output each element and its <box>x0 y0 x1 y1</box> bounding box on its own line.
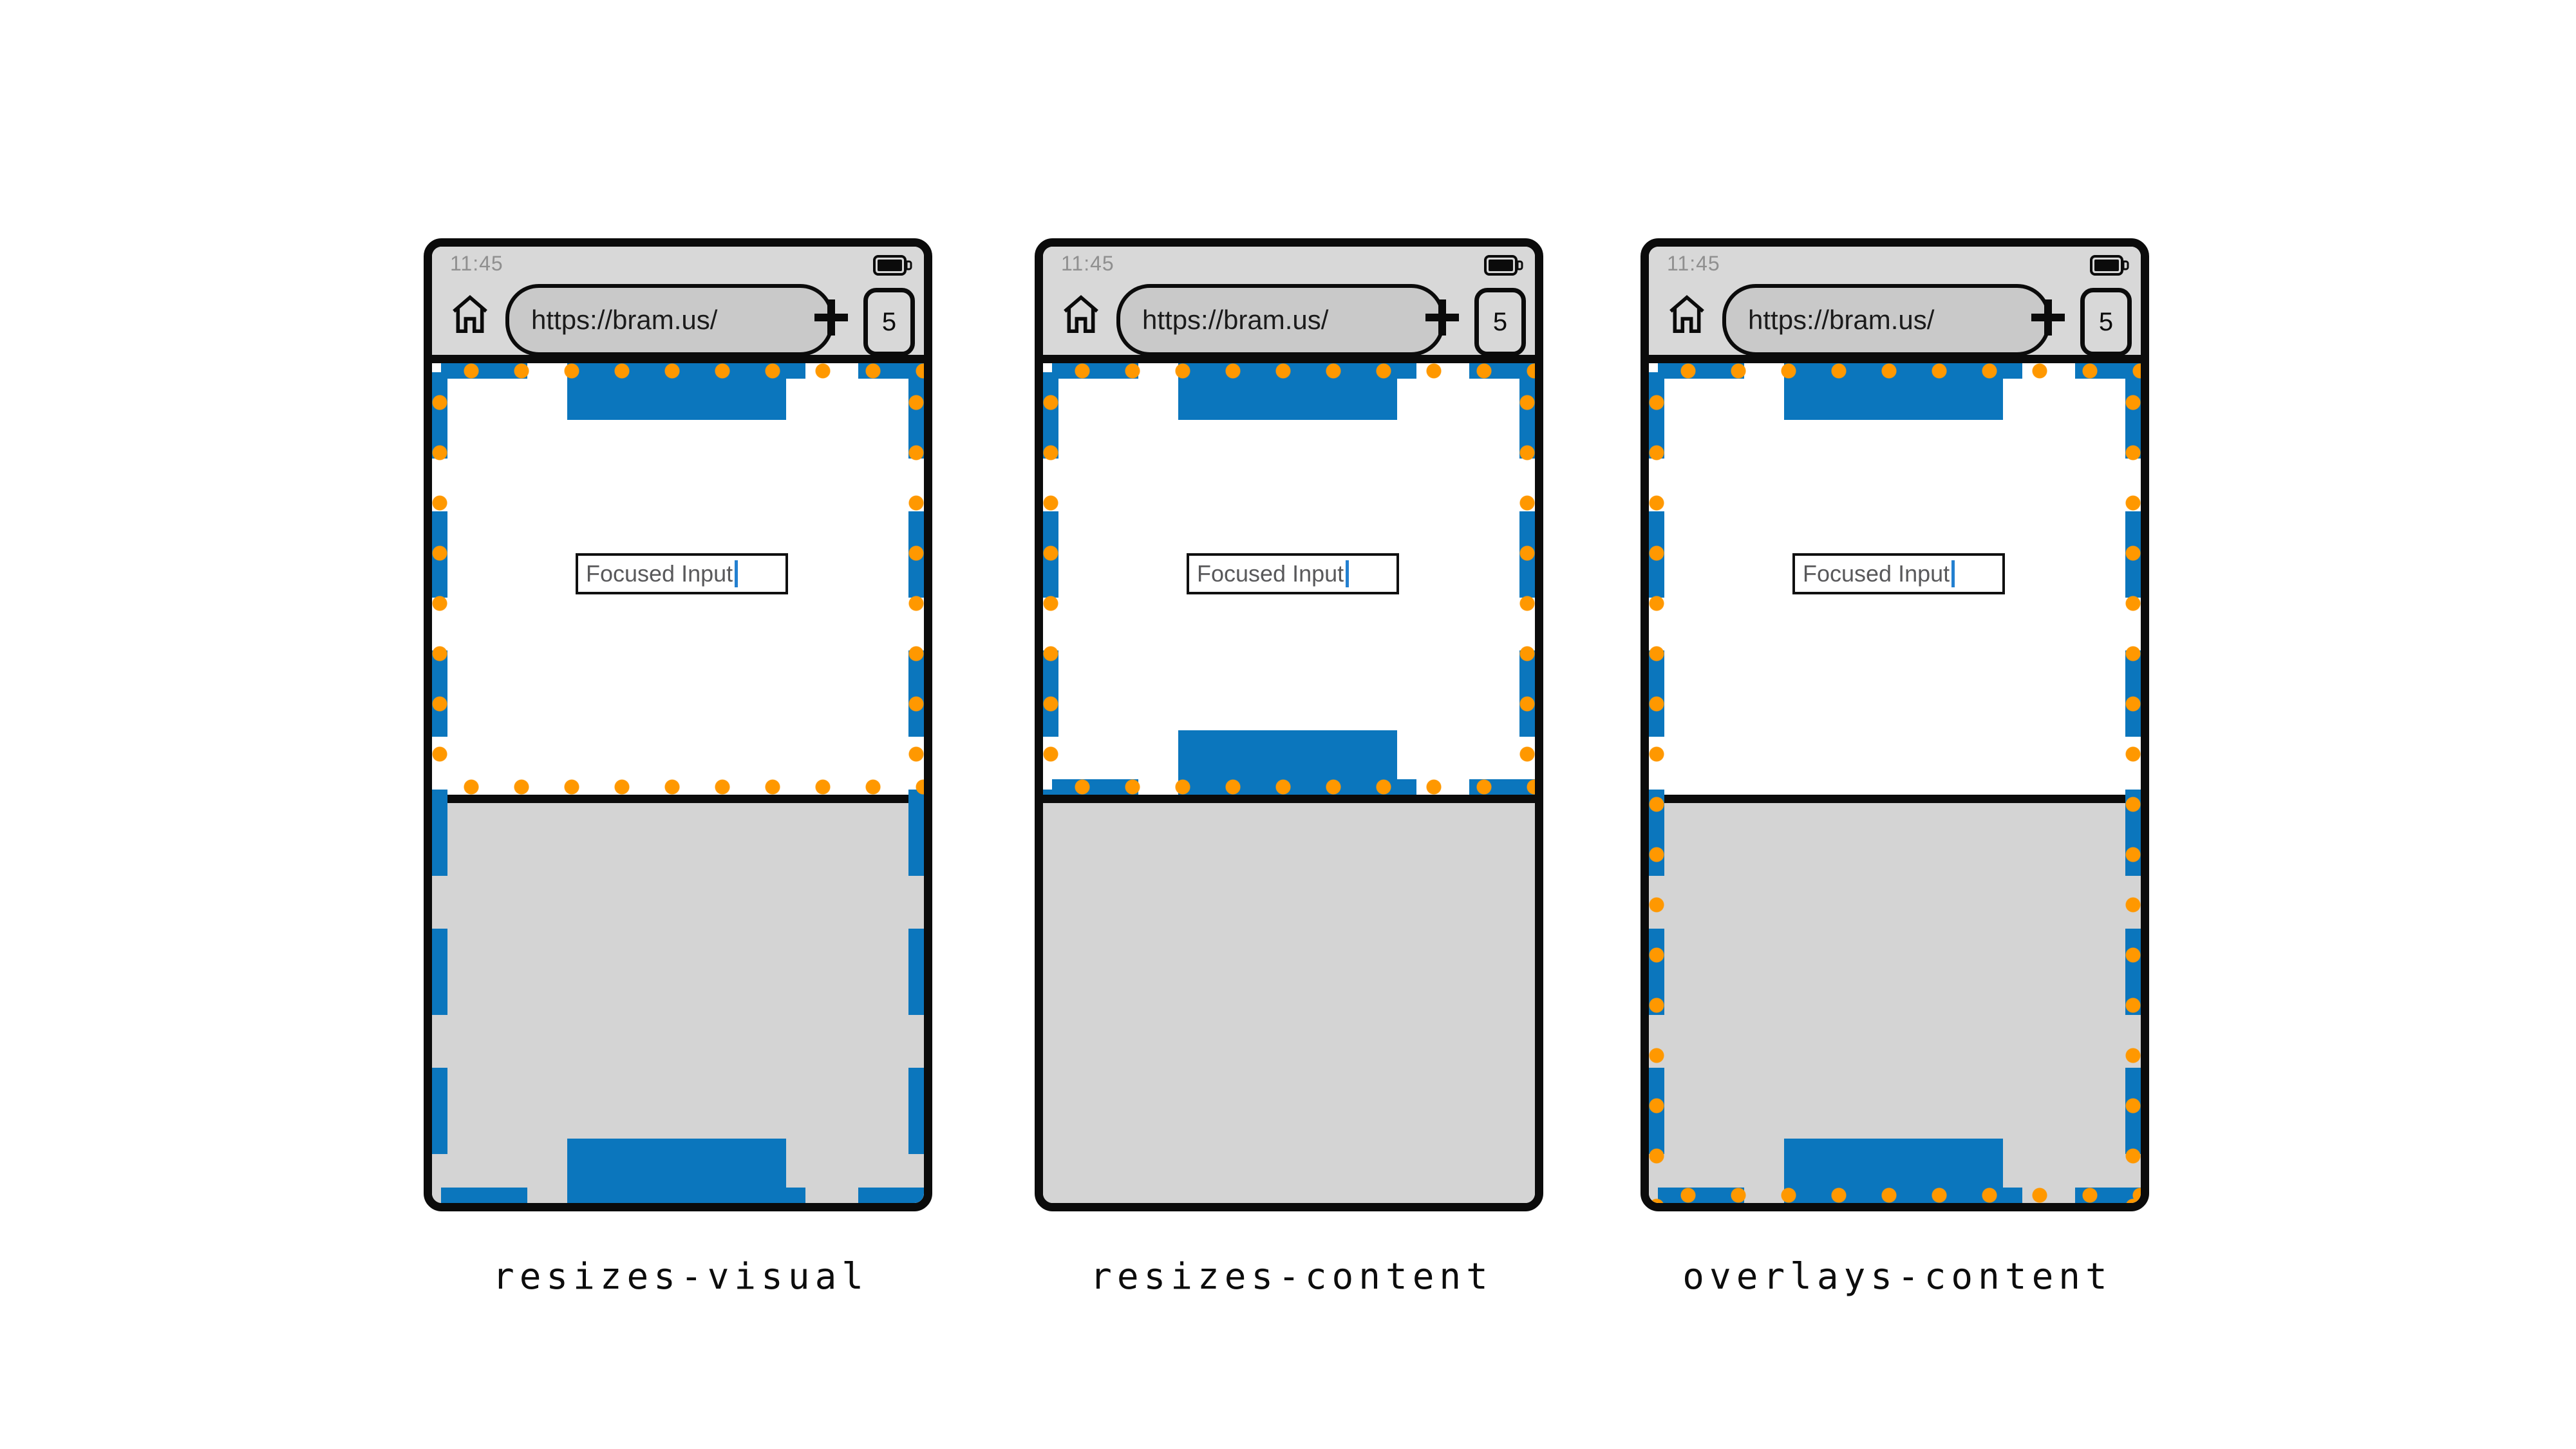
toolbar-divider <box>1649 355 2141 363</box>
clock-text: 11:45 <box>450 252 503 275</box>
virtual-keyboard <box>1043 803 1535 1203</box>
keyboard-divider <box>1043 795 1535 803</box>
input-text: Focused Input <box>1197 560 1344 587</box>
home-icon[interactable] <box>447 292 493 337</box>
battery-icon <box>873 255 912 276</box>
clock-text: 11:45 <box>1061 252 1114 275</box>
battery-icon <box>2090 255 2129 276</box>
page-footer-bar <box>1178 730 1397 795</box>
clock-text: 11:45 <box>1667 252 1720 275</box>
focused-input[interactable]: Focused Input <box>1792 553 2005 594</box>
input-text: Focused Input <box>586 560 733 587</box>
phone-frame: 11:45 https://bram.us/ 5 <box>1641 238 2149 1211</box>
url-bar[interactable]: https://bram.us/ <box>1722 284 2051 356</box>
tab-counter-button[interactable]: 5 <box>1474 288 1526 356</box>
page-header-bar <box>567 363 786 420</box>
phone-frame: 11:45 https://bram.us/ 5 <box>424 238 932 1211</box>
phone-caption: resizes-visual <box>492 1256 869 1298</box>
url-text: https://bram.us/ <box>1142 305 1329 335</box>
page-header-bar <box>1178 363 1397 420</box>
toolbar-divider <box>1043 355 1535 363</box>
text-caret <box>1951 560 1955 587</box>
focused-input[interactable]: Focused Input <box>576 553 788 594</box>
focused-input[interactable]: Focused Input <box>1187 553 1399 594</box>
new-tab-plus-icon[interactable] <box>1425 297 1459 338</box>
text-caret <box>1346 560 1349 587</box>
status-and-toolbar: 11:45 https://bram.us/ 5 <box>1649 247 2141 356</box>
phone-frame: 11:45 https://bram.us/ 5 <box>1035 238 1543 1211</box>
new-tab-plus-icon[interactable] <box>814 297 848 338</box>
battery-icon <box>1484 255 1523 276</box>
status-and-toolbar: 11:45 https://bram.us/ 5 <box>1043 247 1535 356</box>
tab-count-text: 5 <box>2098 307 2114 336</box>
input-text: Focused Input <box>1803 560 1950 587</box>
url-text: https://bram.us/ <box>1748 305 1935 335</box>
tab-count-text: 5 <box>881 307 897 336</box>
keyboard-divider <box>432 795 924 803</box>
tab-count-text: 5 <box>1492 307 1508 336</box>
home-icon[interactable] <box>1058 292 1104 337</box>
tab-counter-button[interactable]: 5 <box>863 288 915 356</box>
home-icon[interactable] <box>1664 292 1709 337</box>
page-header-bar <box>1784 363 2003 420</box>
phone-caption: resizes-content <box>1090 1256 1493 1298</box>
page-footer-bar <box>1784 1139 2003 1203</box>
url-bar[interactable]: https://bram.us/ <box>505 284 834 356</box>
url-bar[interactable]: https://bram.us/ <box>1116 284 1445 356</box>
status-and-toolbar: 11:45 https://bram.us/ 5 <box>432 247 924 356</box>
url-text: https://bram.us/ <box>531 305 718 335</box>
toolbar-divider <box>432 355 924 363</box>
text-caret <box>735 560 738 587</box>
page-footer-bar <box>567 1139 786 1203</box>
tab-counter-button[interactable]: 5 <box>2080 288 2132 356</box>
new-tab-plus-icon[interactable] <box>2031 297 2065 338</box>
keyboard-divider <box>1649 795 2141 803</box>
phone-caption: overlays-content <box>1682 1256 2112 1298</box>
